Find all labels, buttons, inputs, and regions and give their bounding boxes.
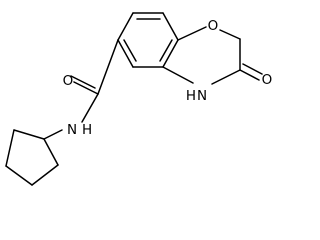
bond [239,69,260,81]
atom-labels: O N H O H N O [63,18,273,138]
bond [70,75,96,89]
amide-oxygen-label: O [63,73,74,89]
lactam-oxygen-label: O [262,72,273,88]
bonds [5,12,263,186]
ring-nitrogen-hydrogen-label-h: H [186,88,196,104]
bond [162,12,179,41]
bond [211,69,241,85]
bond [159,39,173,62]
bond [5,129,15,167]
amide-nitrogen-label: N [67,122,77,138]
bond [43,138,59,166]
bond [97,39,119,95]
bond [5,165,33,186]
bond [31,164,59,186]
bond [242,63,263,75]
ring-nitrogen-label: N [197,88,207,104]
amide-hydrogen-label: H [82,122,92,138]
bond [219,29,241,40]
bond [117,39,134,68]
ring-oxygen-label: O [208,18,219,34]
bond [177,26,207,41]
bond [117,12,134,41]
bond [43,129,63,140]
bond [13,129,45,140]
bond [162,66,194,84]
bond [123,39,137,62]
bond [162,39,179,68]
bond [73,81,99,95]
molecule-structure: O N H O H N O [5,12,273,186]
bond [81,93,99,123]
